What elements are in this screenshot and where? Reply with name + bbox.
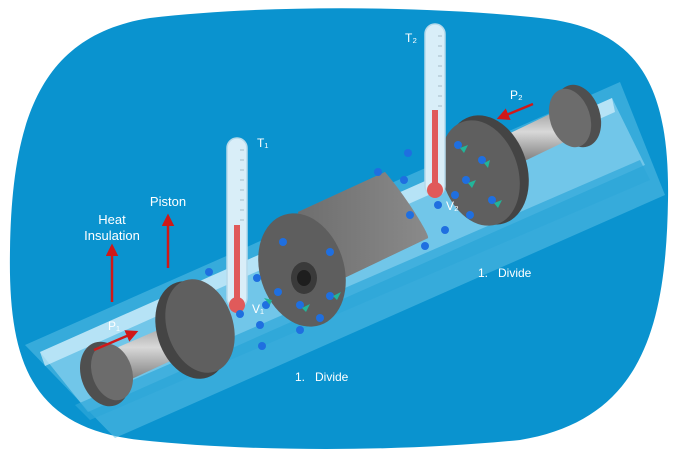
thermometer-t2 xyxy=(424,23,446,198)
heat-insulation-label-line2: Insulation xyxy=(84,228,140,243)
v1-label: V₁ xyxy=(252,302,264,316)
t1-label: T₁ xyxy=(257,136,268,150)
p1-arrow xyxy=(93,330,139,352)
divide-label-right: 1. Divide xyxy=(478,266,532,280)
divide-label-left: 1. Divide xyxy=(295,370,349,384)
heat-insulation-label-line1: Heat xyxy=(98,212,126,227)
piston-label: Piston xyxy=(150,194,186,209)
molecule-tails xyxy=(264,145,502,312)
left-piston xyxy=(80,279,235,407)
p2-label: P₂ xyxy=(510,88,523,102)
t2-label: T₂ xyxy=(405,31,417,45)
gas-molecules xyxy=(205,141,496,350)
thermometer-t1 xyxy=(226,137,248,313)
right-piston xyxy=(440,84,602,226)
p1-label: P₁ xyxy=(108,319,120,333)
v2-label: V₂ xyxy=(446,199,459,213)
p2-arrow xyxy=(496,102,534,120)
